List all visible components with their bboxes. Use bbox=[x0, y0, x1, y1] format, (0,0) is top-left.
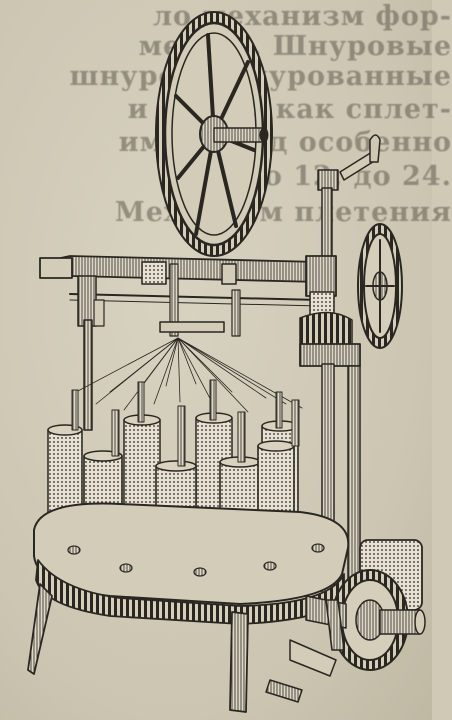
braiding-machine-engraving bbox=[27, 11, 426, 713]
side-gear bbox=[357, 223, 403, 349]
legs bbox=[27, 583, 345, 713]
thread-guide bbox=[159, 263, 241, 337]
flywheel bbox=[155, 11, 273, 257]
crank-post bbox=[317, 134, 381, 269]
left-upright bbox=[77, 275, 105, 431]
top-shaft bbox=[39, 255, 361, 367]
base-plate bbox=[33, 502, 350, 625]
threads bbox=[75, 337, 303, 413]
